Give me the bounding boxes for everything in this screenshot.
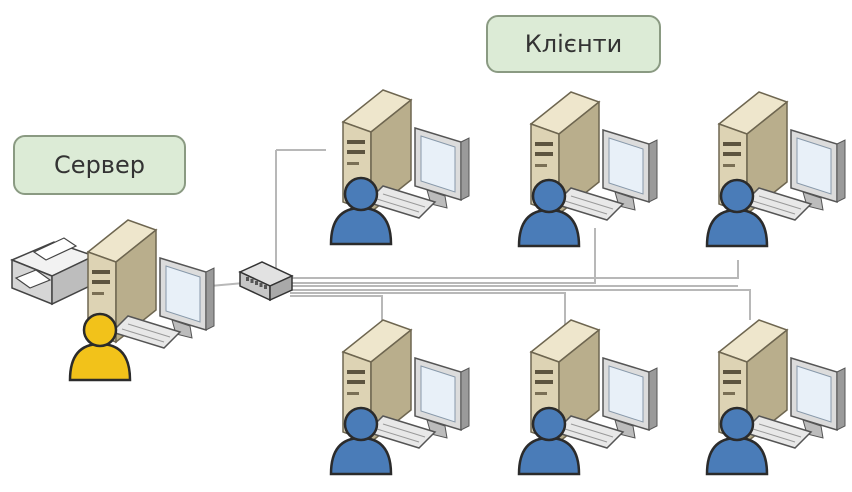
keyboard-icon bbox=[110, 315, 182, 349]
monitor-icon bbox=[602, 128, 658, 211]
user-icon bbox=[705, 178, 769, 248]
server-computer bbox=[10, 219, 215, 382]
client-computer bbox=[517, 91, 658, 248]
cable-line bbox=[209, 282, 245, 287]
printer-icon bbox=[10, 237, 96, 306]
client-computer bbox=[329, 89, 470, 246]
cable-line bbox=[290, 292, 566, 325]
client-computer bbox=[705, 91, 846, 248]
monitor-icon bbox=[790, 128, 846, 211]
monitor-icon bbox=[602, 356, 658, 439]
monitor-icon bbox=[414, 356, 470, 439]
user-icon bbox=[329, 176, 393, 246]
network-switch-icon bbox=[238, 261, 294, 302]
user-icon bbox=[329, 406, 393, 476]
client-computer bbox=[329, 319, 470, 476]
network-cables bbox=[209, 149, 751, 325]
monitor-icon bbox=[159, 256, 215, 339]
client-computer bbox=[705, 319, 846, 476]
cable-line bbox=[285, 260, 739, 279]
user-icon bbox=[517, 406, 581, 476]
monitor-icon bbox=[414, 126, 470, 209]
client-computer bbox=[517, 319, 658, 476]
cable-line bbox=[290, 295, 383, 325]
keyboard-icon bbox=[365, 185, 437, 219]
user-icon bbox=[705, 406, 769, 476]
user-icon bbox=[68, 312, 132, 382]
server-label: Сервер bbox=[13, 135, 186, 195]
user-icon bbox=[517, 178, 581, 248]
cable-line bbox=[290, 228, 596, 284]
monitor-icon bbox=[790, 356, 846, 439]
cable-line bbox=[290, 289, 751, 320]
clients-label: Клієнти bbox=[486, 15, 661, 73]
